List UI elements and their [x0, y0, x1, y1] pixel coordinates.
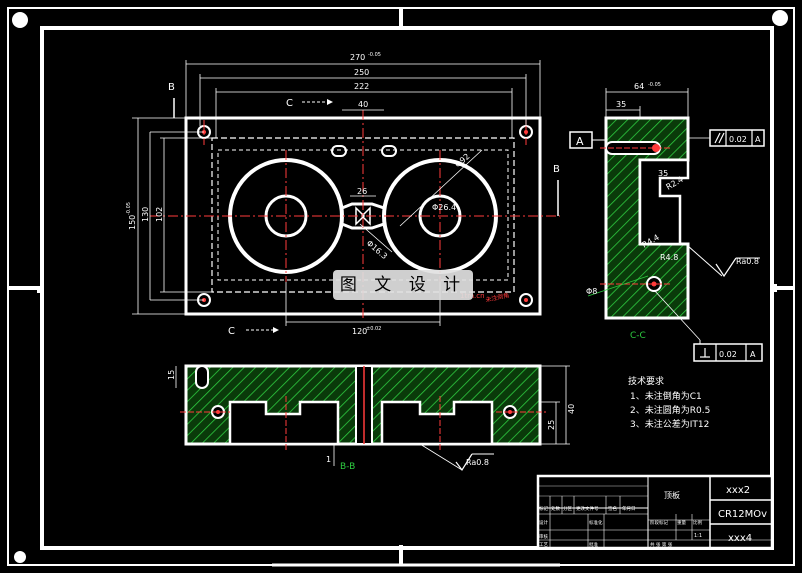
tb-code: xxx2 — [726, 485, 750, 496]
title-block-text: 顶板 xxx2 CR12MOv xxx4 标记 处数 分区 更改文件号 签名 年… — [539, 485, 767, 548]
notes-title: 技术要求 — [628, 375, 664, 387]
section-markers: B B C C — [168, 82, 560, 337]
parallel-datum: A — [755, 135, 761, 144]
tb-weight: 重量 — [677, 519, 686, 526]
section-bb-dims — [175, 365, 570, 471]
tb-part-name: 顶板 — [664, 490, 680, 500]
tb-scale-label: 比例 — [693, 519, 702, 526]
tb-sheets: 共 张 第 张 — [650, 541, 673, 548]
dim-120-tol: ±0.02 — [366, 326, 381, 332]
tb-material: CR12MOv — [718, 509, 767, 520]
cc-dim-35b: 35 — [658, 169, 668, 178]
tb-approve: 批准 — [589, 541, 598, 548]
section-bb-text: 40 25 15 1 B-B — [167, 370, 576, 472]
section-b-top: B — [168, 82, 175, 93]
technical-notes: 技术要求 1、未注倒角为C1 2、未注圆角为R0.5 3、未注公差为IT12 — [628, 375, 710, 430]
section-cc-view — [600, 116, 690, 320]
note-3: 3、未注公差为IT12 — [630, 418, 709, 430]
dim-150: 150 — [128, 215, 137, 230]
dim-dia-16: Φ16.3 — [365, 239, 389, 261]
dim-40: 40 — [358, 100, 368, 109]
tb-sign: 签名 — [608, 505, 617, 512]
perpendicularity-frame: 0.02 A — [693, 340, 763, 362]
tb-date: 年月日 — [622, 505, 636, 512]
watermark-background — [333, 270, 473, 300]
tb-stage: 阶段标记 — [650, 519, 668, 526]
tb-scale-value: 1:1 — [694, 533, 702, 539]
section-b-right: B — [553, 164, 560, 175]
dim-270-tol: -0.05 — [368, 52, 381, 58]
roughness-side-label: Ra0.8 — [736, 257, 759, 266]
dim-120: 120 — [352, 327, 367, 336]
dim-250: 250 — [354, 68, 369, 77]
dim-150-tol: -0.05 — [126, 202, 132, 215]
bb-label: B-B — [340, 462, 355, 472]
tb-qty: 处数 — [551, 505, 560, 512]
roughness-bottom-label: Ra0.8 — [466, 458, 489, 467]
red-note: 未注倒角 — [485, 291, 510, 304]
tb-design: 设计 — [539, 519, 548, 526]
datum-a-label: A — [576, 135, 584, 148]
dim-102: 102 — [155, 207, 164, 222]
section-bb-view — [180, 364, 546, 450]
tb-review: 审核 — [539, 533, 548, 540]
perp-value: 0.02 — [719, 350, 737, 359]
section-c-bottom: C — [228, 326, 235, 337]
dim-26: 26 — [357, 187, 367, 196]
cc-dim-64: 64 — [634, 82, 644, 91]
section-cc-dims — [587, 88, 710, 341]
tb-doc: 更改文件号 — [576, 505, 599, 512]
bb-dim-40: 40 — [567, 404, 576, 414]
parallelism-frame: 0.02 A — [709, 129, 765, 147]
note-2: 2、未注圆角为R0.5 — [630, 404, 710, 416]
tb-process: 工艺 — [539, 542, 548, 548]
title-block — [536, 474, 774, 550]
parallel-value: 0.02 — [729, 135, 747, 144]
cc-dim-35a: 35 — [616, 100, 626, 109]
bb-dim-1: 1 — [326, 455, 331, 464]
cc-dim-r48: R4.8 — [660, 253, 678, 262]
perp-datum: A — [750, 350, 756, 359]
dim-dia-26-4: Φ26.4 — [432, 203, 456, 212]
roughness-bottom: Ra0.8 — [455, 453, 494, 472]
cc-dim-d8: Φ8 — [586, 287, 597, 296]
sheet-border — [7, 7, 795, 567]
bb-dim-25: 25 — [547, 420, 556, 430]
watermark-text: 图 文 设 计 — [339, 275, 467, 295]
tb-std: 标准化 — [589, 519, 603, 526]
dim-130: 130 — [141, 207, 150, 222]
tb-mark: 标记 — [539, 505, 548, 512]
note-1: 1、未注倒角为C1 — [630, 390, 702, 402]
datum-a: A — [569, 131, 606, 149]
cc-dim-64-tol: -0.05 — [648, 82, 661, 88]
dim-222: 222 — [354, 82, 369, 91]
dim-270: 270 — [350, 53, 365, 62]
plan-dimensions — [132, 60, 541, 326]
roughness-side: Ra0.8 — [687, 245, 760, 278]
tb-drawing-no: xxx4 — [728, 533, 752, 544]
bb-dim-15: 15 — [167, 370, 176, 380]
section-c-top: C — [286, 98, 293, 109]
tb-zone: 分区 — [563, 505, 572, 512]
cc-label: C-C — [630, 331, 646, 341]
